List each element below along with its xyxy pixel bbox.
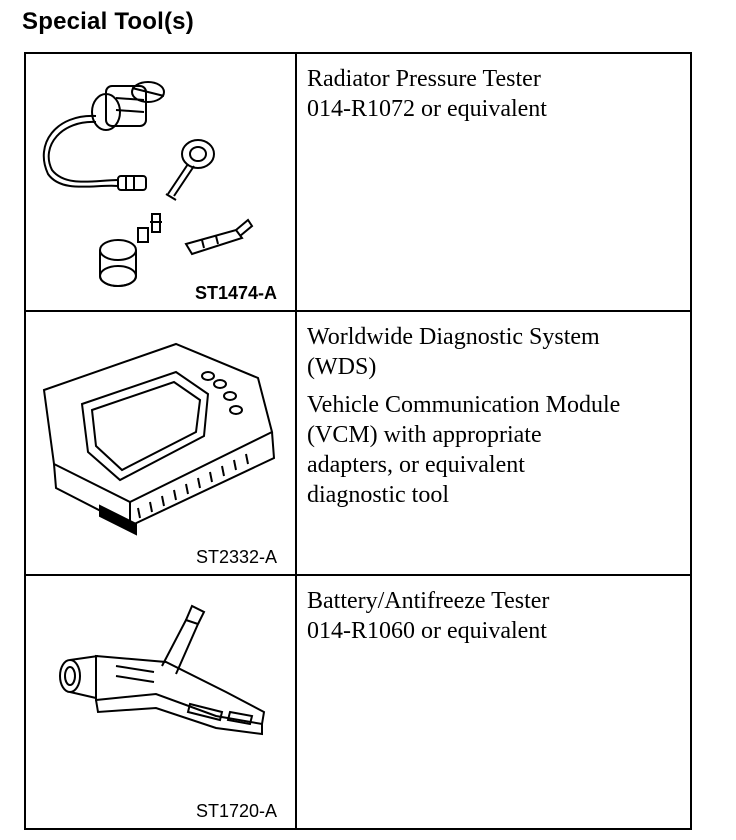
description-line: (WDS)	[307, 354, 377, 380]
description-line: Vehicle Communication Module	[307, 392, 621, 418]
tool-code: ST1720-A	[195, 801, 277, 821]
description-line: adapters, or equivalent	[307, 452, 525, 478]
description-line: Worldwide Diagnostic System	[307, 324, 600, 350]
description-line: 014-R1060 or equivalent	[307, 618, 547, 644]
tool-code: ST2332-A	[195, 547, 277, 567]
tool-image-cell: ST1720-A	[24, 574, 297, 830]
tool-image-cell: ST2332-A	[24, 310, 297, 576]
tool-row: ST2332-A Worldwide Diagnostic System (WD…	[24, 310, 692, 576]
special-tools-table: ST1474-A Radiator Pressure Tester 014-R1…	[24, 52, 692, 830]
description-line: Battery/Antifreeze Tester	[307, 588, 550, 614]
page-title: Special Tool(s)	[22, 8, 194, 35]
tool-description: Radiator Pressure Tester 014-R1072 or eq…	[295, 52, 692, 312]
description-line: 014-R1072 or equivalent	[307, 96, 547, 122]
tool-row: ST1474-A Radiator Pressure Tester 014-R1…	[24, 52, 692, 312]
description-line: Radiator Pressure Tester	[307, 66, 541, 92]
description-line: (VCM) with appropriate	[307, 422, 542, 448]
tool-code: ST1474-A	[194, 283, 277, 303]
tool-description: Battery/Antifreeze Tester 014-R1060 or e…	[295, 574, 692, 830]
description-line: diagnostic tool	[307, 482, 449, 508]
tool-image-cell: ST1474-A	[24, 52, 297, 312]
refractometer-icon	[59, 604, 266, 736]
tool-description: Worldwide Diagnostic System (WDS) Vehicl…	[295, 310, 692, 576]
radiator-pressure-tester-icon	[42, 81, 254, 287]
tool-row: ST1720-A Battery/Antifreeze Tester 014-R…	[24, 574, 692, 830]
diagnostic-tablet-icon	[42, 342, 276, 536]
